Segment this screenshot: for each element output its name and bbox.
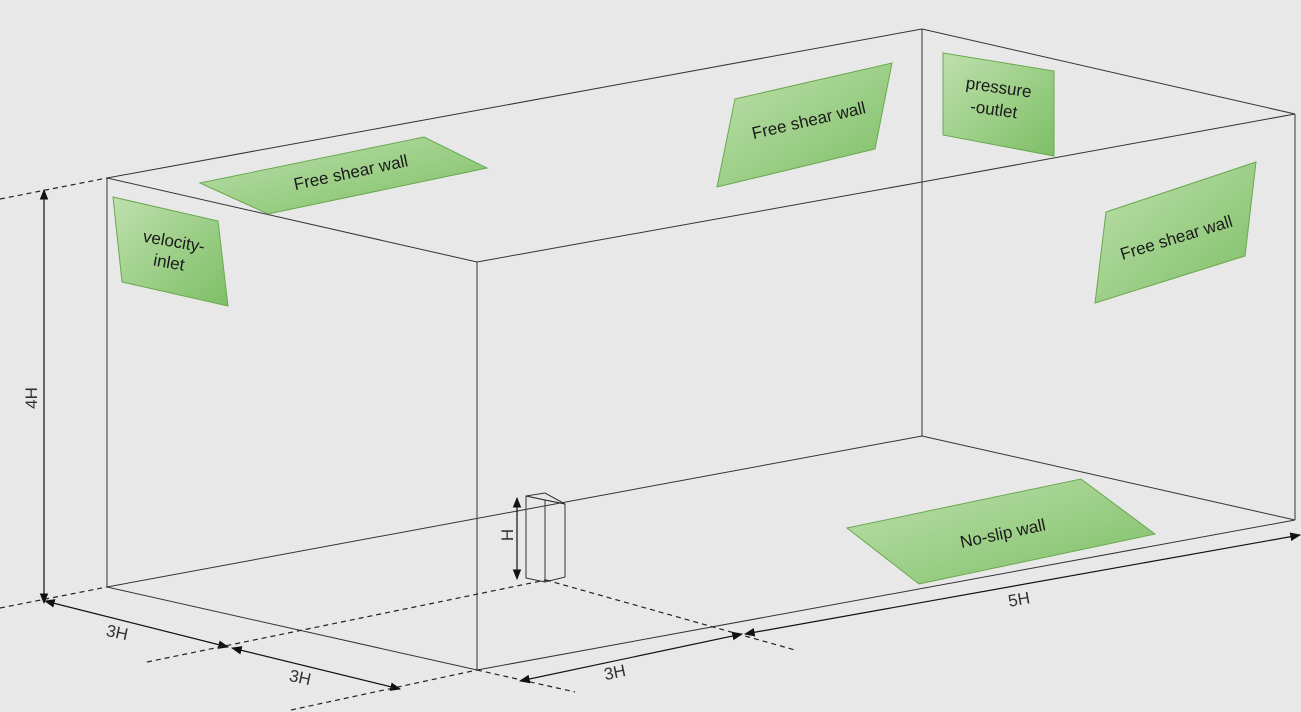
label-width-3h-2: 3H bbox=[288, 666, 313, 689]
label-length-3h: 3H bbox=[602, 661, 627, 684]
width-dash-front bbox=[290, 669, 478, 711]
patch-pressure-outlet bbox=[942, 52, 1055, 157]
length-dash-front bbox=[476, 669, 576, 693]
width-dim-line-1 bbox=[43, 599, 230, 649]
domain-box bbox=[106, 28, 1296, 671]
patch-top-left bbox=[198, 136, 489, 215]
height-dash-top bbox=[0, 177, 108, 200]
dimension-lines bbox=[0, 177, 1301, 711]
label-width-3h-1: 3H bbox=[105, 621, 130, 644]
width-dash-mid bbox=[146, 579, 547, 663]
height-dash-bottom bbox=[0, 586, 108, 609]
building-side-face bbox=[544, 499, 566, 583]
back-top-edge bbox=[106, 28, 1296, 179]
width-dim-line-2 bbox=[230, 646, 402, 691]
patch-labels: Free shear wall Free shear wall pressure… bbox=[142, 74, 1235, 552]
patch-velocity-inlet bbox=[112, 196, 229, 307]
length-dash-building bbox=[545, 579, 796, 651]
building-block bbox=[525, 492, 566, 583]
label-building-height-h: H bbox=[498, 529, 517, 541]
length-dim-line-2 bbox=[743, 532, 1301, 637]
length-dim-line-1 bbox=[518, 631, 744, 684]
label-height-4h: 4H bbox=[22, 387, 41, 409]
bottom-back-edge bbox=[106, 435, 1296, 588]
boundary-patches bbox=[112, 52, 1257, 585]
patch-top-right bbox=[716, 62, 893, 188]
label-length-5h: 5H bbox=[1007, 588, 1032, 610]
building-top-face bbox=[525, 492, 566, 505]
patch-side-right bbox=[1094, 161, 1257, 304]
dimension-labels: 4H H 3H 3H 3H 5H bbox=[22, 387, 1031, 689]
front-top-edge bbox=[106, 113, 1296, 263]
